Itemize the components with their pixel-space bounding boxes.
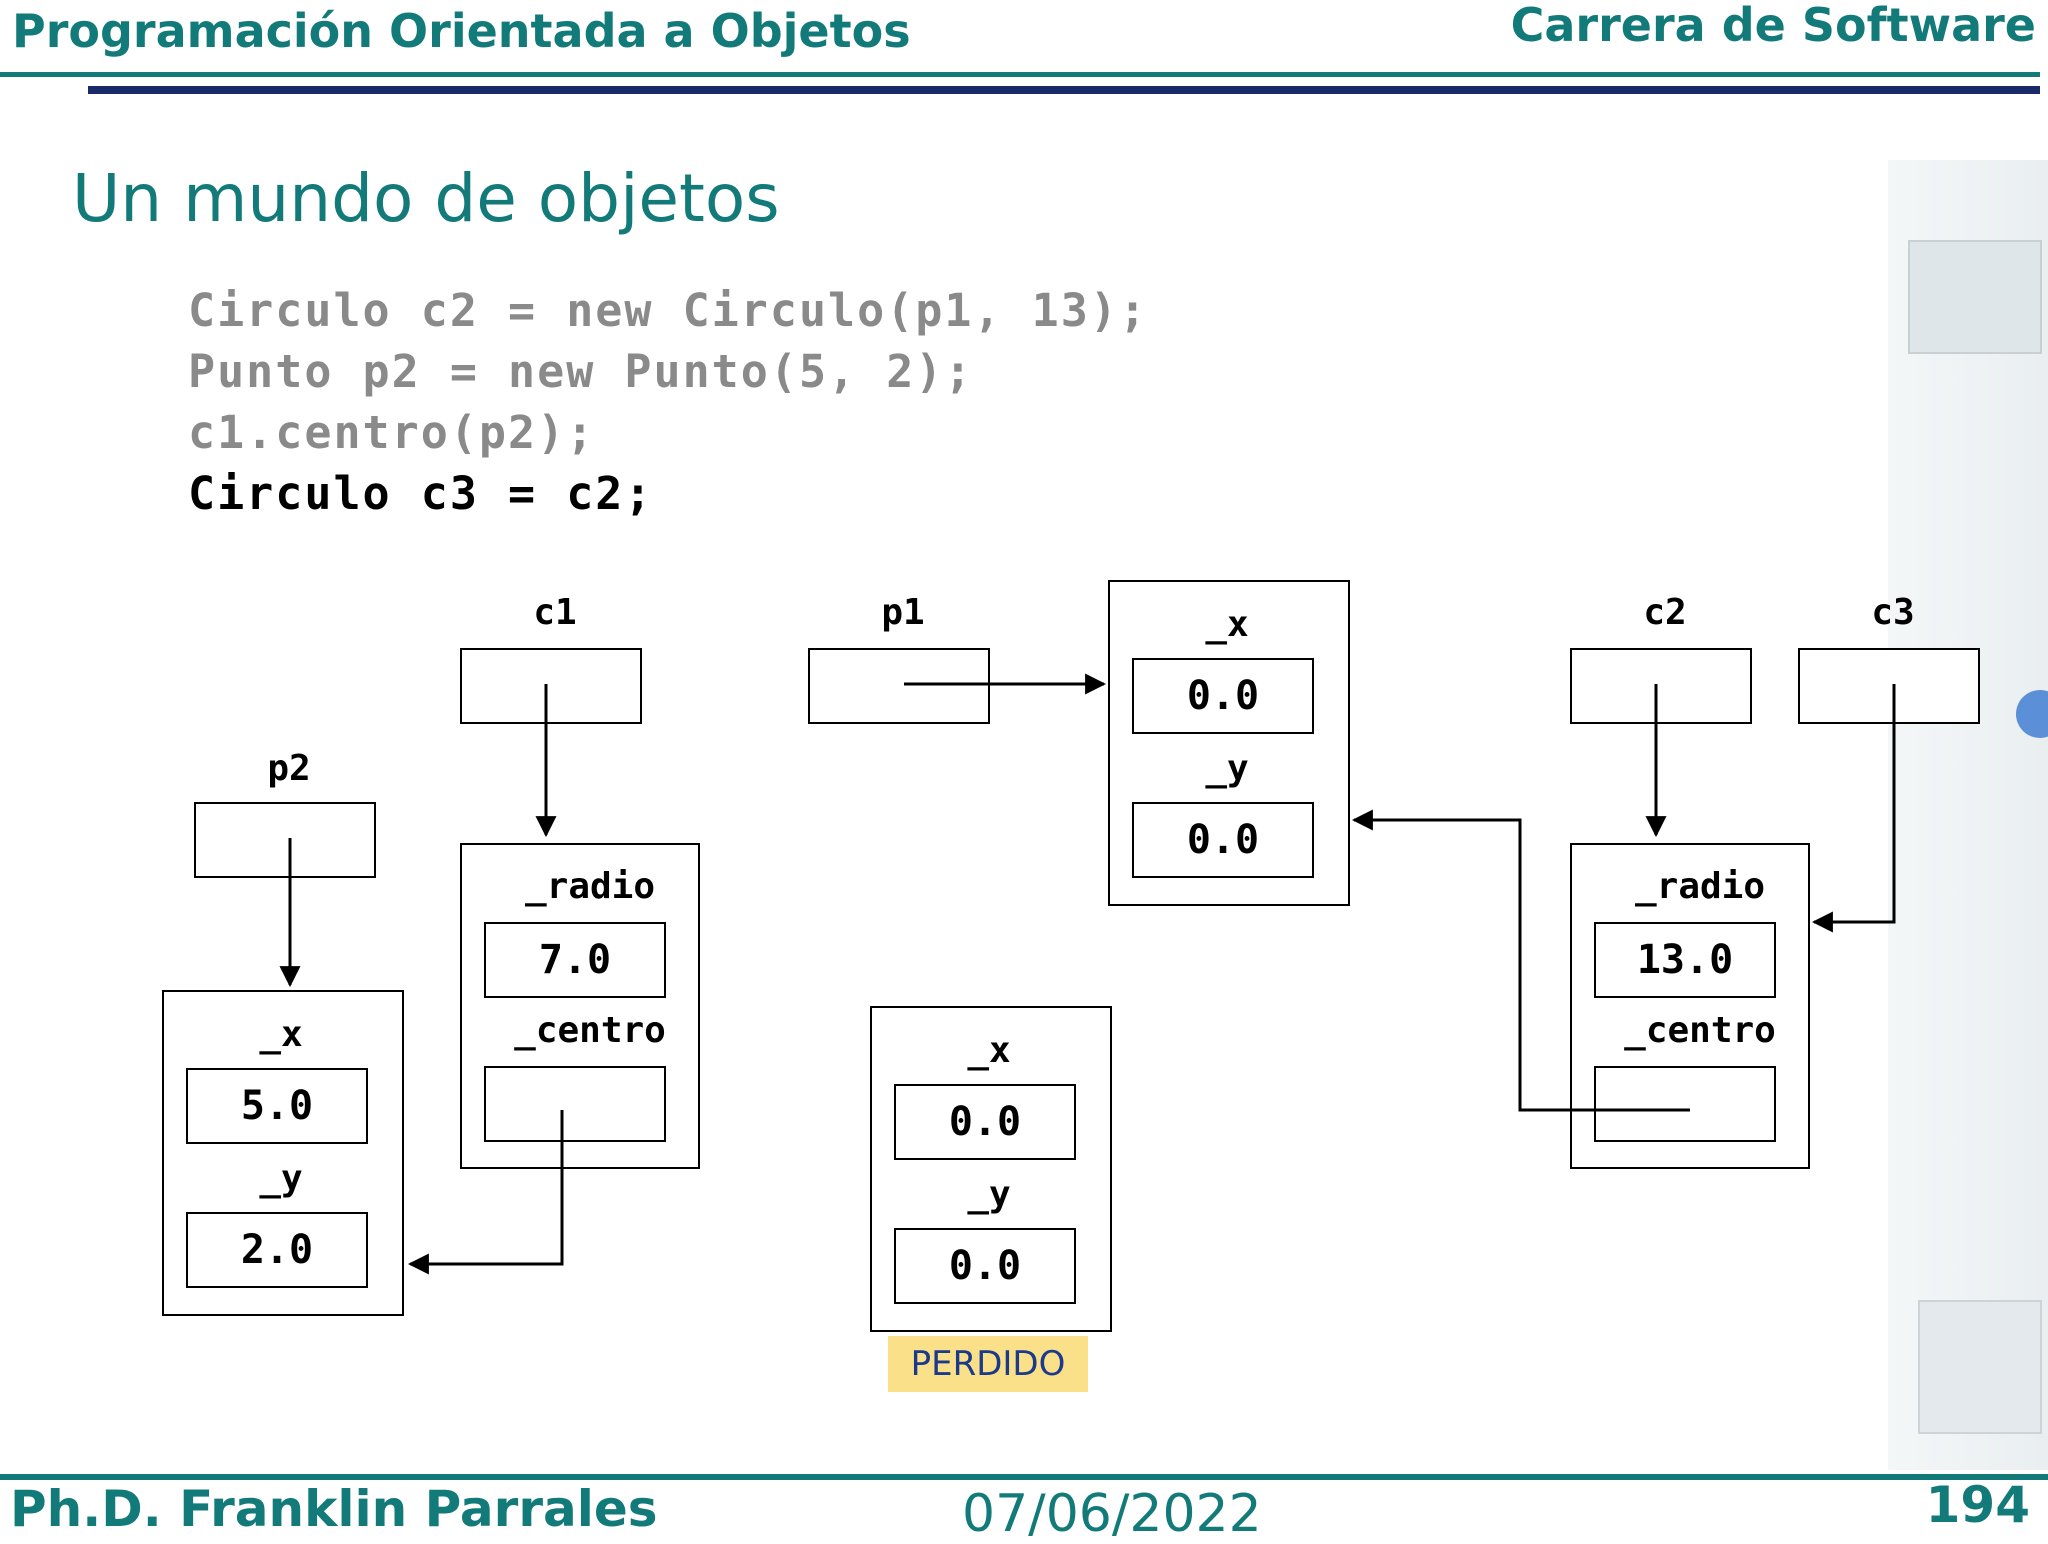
lost-field-x-box (894, 1084, 1076, 1160)
ref-label-p2: p2 (267, 748, 311, 789)
c1-field-centro-box (484, 1066, 666, 1142)
footer-author: Ph.D. Franklin Parrales (10, 1480, 658, 1538)
lost-badge: PERDIDO (888, 1336, 1088, 1392)
p2-field-x-value: 5.0 (240, 1083, 314, 1129)
footer-page-number: 194 (1925, 1476, 2030, 1534)
arrow-c1-centro-to-p2-object (407, 1110, 564, 1275)
c2-field-centro-box (1594, 1066, 1776, 1142)
p2-field-x-label: _x (259, 1014, 303, 1055)
c1-field-centro-label: _centro (514, 1010, 666, 1051)
ref-label-c3: c3 (1871, 592, 1915, 633)
ref-box-c1 (460, 648, 642, 724)
lost-field-y-label: _y (967, 1174, 1011, 1215)
p2-field-y-box (186, 1212, 368, 1288)
monitor-icon (1908, 240, 2042, 354)
p2-field-y-label: _y (259, 1158, 303, 1199)
code-line-4-current: Circulo c3 = c2; (188, 467, 654, 520)
c1-field-radio-value: 7.0 (538, 937, 612, 983)
code-line-1: Circulo c2 = new Circulo(p1, 13); (188, 284, 1149, 337)
lost-field-x-value: 0.0 (948, 1099, 1022, 1145)
lost-field-y-value: 0.0 (948, 1243, 1022, 1289)
computer-icon (1918, 1300, 2042, 1434)
decorative-side-strip (1888, 160, 2048, 1470)
lost-field-x-label: _x (967, 1030, 1011, 1071)
p1-field-x-label: _x (1205, 604, 1249, 645)
ref-box-p2 (194, 802, 376, 878)
ref-box-c2 (1570, 648, 1752, 724)
arrow-c3-to-c2-object (1811, 684, 1896, 933)
p1-field-y-label: _y (1205, 748, 1249, 789)
lost-field-y-box (894, 1228, 1076, 1304)
p1-field-y-value: 0.0 (1186, 817, 1260, 863)
ref-label-p1: p1 (881, 592, 925, 633)
plus-icon (2016, 690, 2048, 738)
footer-rule (0, 1474, 2048, 1480)
p2-field-y-value: 2.0 (240, 1227, 314, 1273)
p1-field-y-box (1132, 802, 1314, 878)
p1-field-x-box (1132, 658, 1314, 734)
footer-date: 07/06/2022 (962, 1484, 1262, 1544)
header-rule-navy (88, 86, 2040, 94)
code-line-3: c1.centro(p2); (188, 406, 596, 459)
c1-field-radio-label: _radio (524, 866, 656, 907)
c2-field-radio-value: 13.0 (1636, 937, 1734, 983)
program-title: Carrera de Software (1510, 0, 2036, 52)
slide-title: Un mundo de objetos (72, 160, 780, 237)
c2-field-radio-box (1594, 922, 1776, 998)
ref-box-c3 (1798, 648, 1980, 724)
c1-field-radio-box (484, 922, 666, 998)
code-line-2: Punto p2 = new Punto(5, 2); (188, 345, 974, 398)
header-rule-teal (0, 72, 2040, 77)
p2-field-x-box (186, 1068, 368, 1144)
c2-field-radio-label: _radio (1634, 866, 1766, 907)
ref-label-c2: c2 (1643, 592, 1687, 633)
course-title: Programación Orientada a Objetos (12, 4, 911, 58)
c2-field-centro-label: _centro (1624, 1010, 1776, 1051)
ref-label-c1: c1 (533, 592, 577, 633)
arrow-c2-centro-to-p1-object (1351, 809, 1690, 1112)
p1-field-x-value: 0.0 (1186, 673, 1260, 719)
ref-box-p1 (808, 648, 990, 724)
